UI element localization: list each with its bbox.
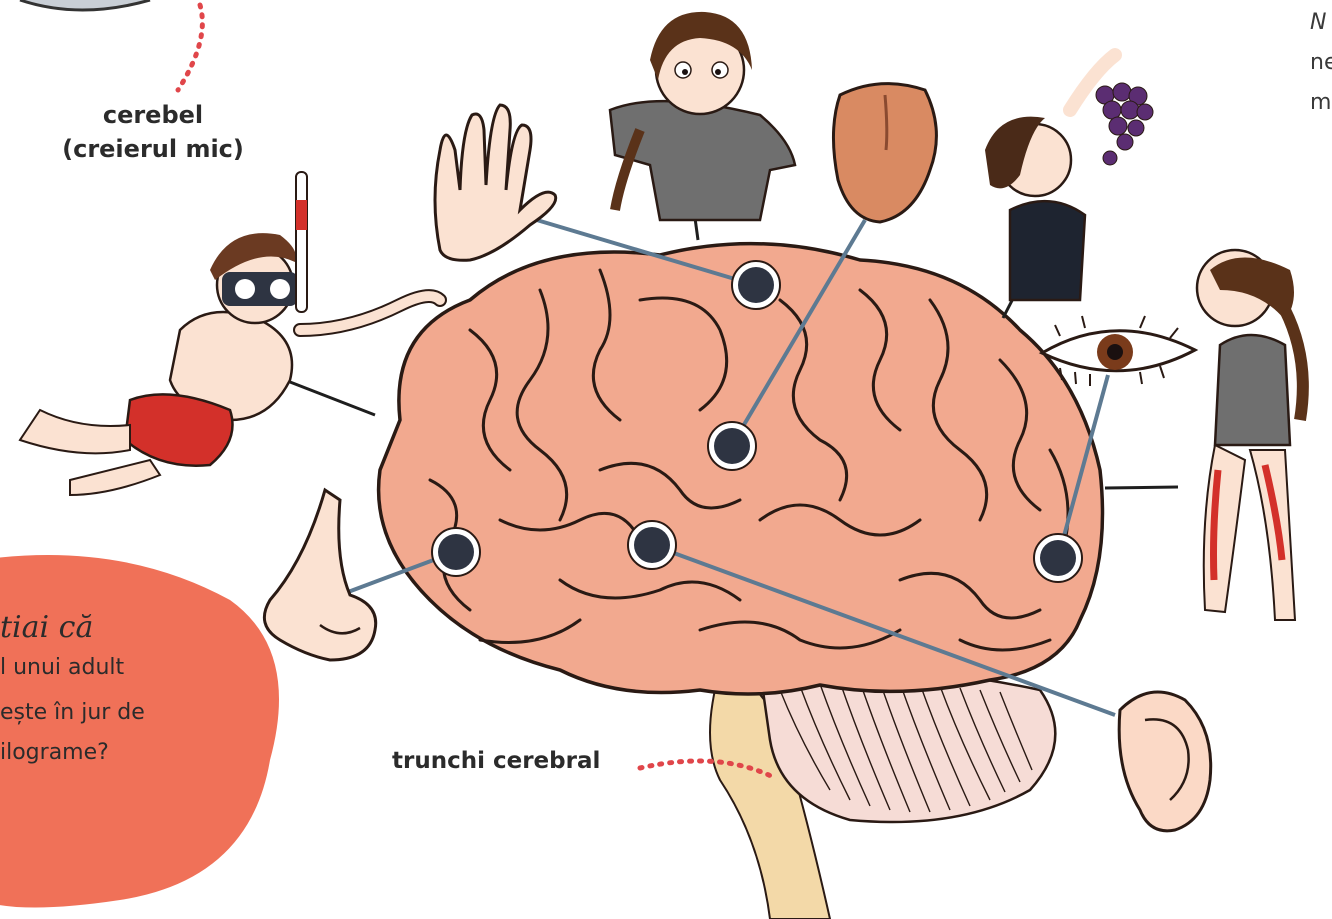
hand-illustration (435, 105, 556, 260)
tongue-illustration (833, 84, 936, 222)
fact-box-line2: ește în jur de (0, 700, 145, 725)
node-touch (732, 261, 780, 309)
fact-box-title: tiai că (0, 610, 93, 645)
top-right-text-line2: ne (1310, 50, 1332, 75)
nose-illustration (264, 490, 375, 660)
swimmer-child-illustration (20, 172, 440, 495)
node-hearing (628, 521, 676, 569)
boy-grapes-illustration (985, 55, 1153, 300)
girl-walking-illustration (1197, 250, 1303, 620)
fact-box-line3: ilograme? (0, 740, 109, 765)
fact-box-blob (0, 555, 279, 908)
top-left-circle-fragment (20, 0, 150, 10)
brainstem-label: trunchi cerebral (392, 748, 600, 774)
node-smell (432, 528, 480, 576)
node-sight (1034, 534, 1082, 582)
cerebellum-label-line1: cerebel (38, 98, 268, 132)
ear-illustration (1119, 692, 1211, 831)
node-taste (708, 422, 756, 470)
fact-box-line1: l unui adult (0, 655, 124, 680)
cerebellum-label: cerebel (creierul mic) (38, 98, 268, 166)
top-right-text-line3: m (1310, 90, 1331, 115)
girl-touch-illustration (610, 12, 795, 220)
top-right-text-line1: N (1310, 10, 1326, 35)
eye-illustration (1042, 316, 1195, 386)
cerebellum-dotted-line (178, 5, 202, 90)
cerebellum-label-line2: (creierul mic) (38, 132, 268, 166)
